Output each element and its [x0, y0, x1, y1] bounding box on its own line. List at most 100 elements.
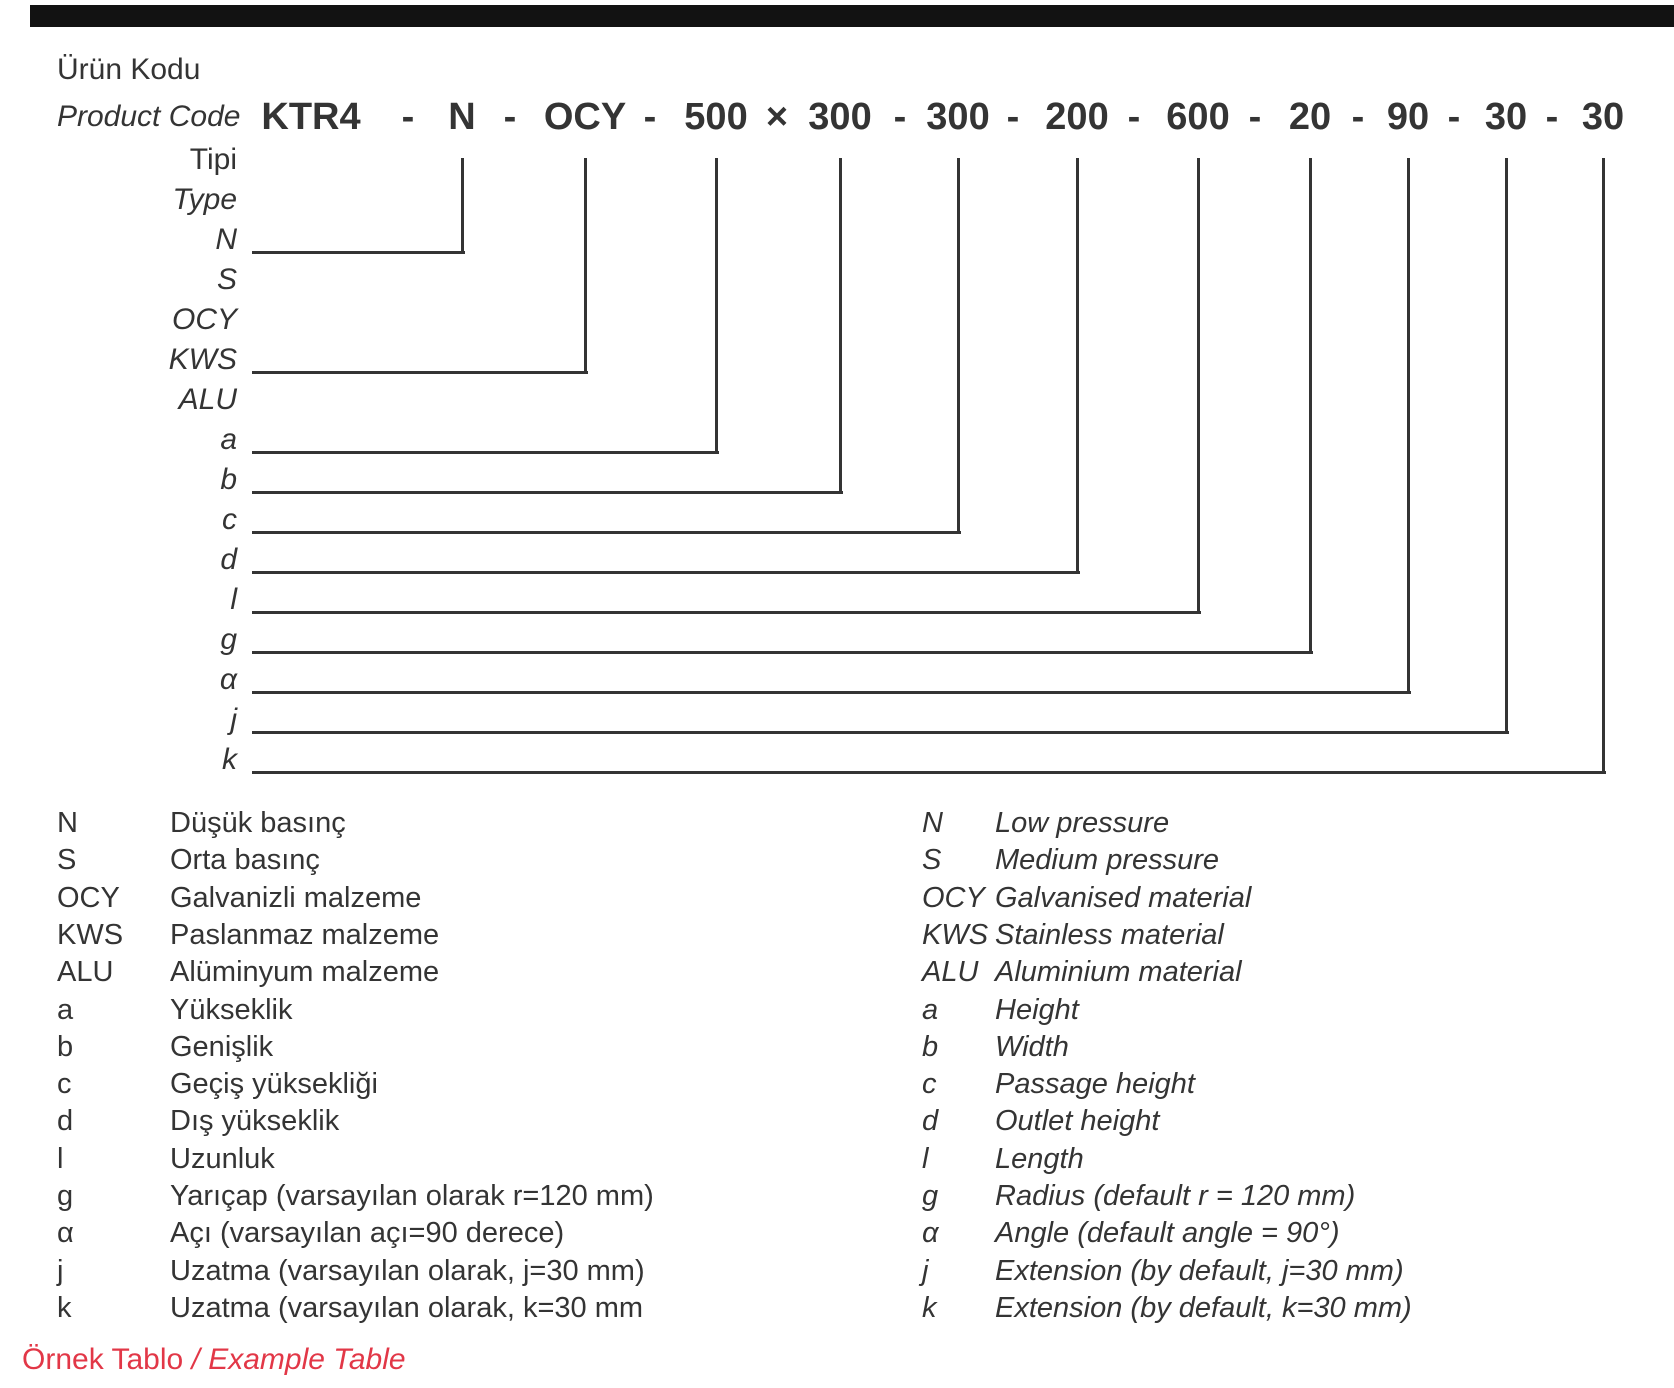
legend-code-en: α — [922, 1217, 939, 1250]
legend-code-tr: g — [57, 1180, 74, 1212]
tree-label: d — [220, 543, 237, 576]
legend-code-en: OCY — [922, 881, 985, 914]
code-segment: OCY — [543, 96, 627, 138]
legend-desc-tr: Uzatma (varsayılan olarak, j=30 mm) — [170, 1254, 645, 1287]
code-segment: - — [1127, 96, 1141, 138]
legend-code-en: ALU — [922, 956, 979, 989]
code-segment: 90 — [1386, 96, 1430, 138]
tree-label: b — [220, 463, 237, 496]
legend-desc-tr: Geçiş yüksekliği — [170, 1068, 378, 1101]
tree-label: KWS — [168, 343, 237, 376]
legend-desc-en: Medium pressure — [995, 844, 1220, 877]
legend-desc-en: Aluminium material — [995, 956, 1242, 989]
tree-label: Type — [172, 183, 237, 216]
code-segment: KTR4 — [261, 96, 361, 138]
code-segment: - — [1248, 96, 1262, 138]
tree-label: c — [222, 503, 237, 536]
tree-label: ALU — [178, 383, 237, 416]
legend-code-tr: ALU — [57, 956, 114, 989]
code-segment: - — [1545, 96, 1559, 138]
legend-code-en: b — [922, 1030, 939, 1063]
legend-desc-tr: Açı (varsayılan açı=90 derece) — [170, 1217, 565, 1250]
connector-vertical-line — [1406, 158, 1410, 694]
legend-code-en: d — [922, 1105, 939, 1138]
tree-label: l — [230, 583, 237, 616]
legend-code-en: a — [922, 993, 939, 1026]
legend-desc-en: Low pressure — [995, 807, 1170, 839]
legend-desc-en: Stainless material — [995, 918, 1224, 951]
connector-vertical-line — [1075, 158, 1079, 574]
code-segment: 200 — [1045, 96, 1109, 138]
legend-desc-tr: Dış yükseklik — [170, 1105, 340, 1138]
legend-code-tr: b — [57, 1030, 74, 1063]
connector-horizontal-line — [252, 731, 1509, 734]
connector-vertical-line — [1601, 158, 1605, 774]
product-code-value: KTR4-N-OCY-500×300-300-200-600-20-90-30-… — [0, 95, 1674, 139]
legend-desc-tr: Yükseklik — [170, 993, 293, 1026]
legend-desc-en: Width — [995, 1030, 1069, 1063]
connector-vertical-line — [1196, 158, 1200, 614]
connector-vertical-line — [1308, 158, 1312, 654]
legend-code-tr: d — [57, 1105, 74, 1138]
legend-desc-tr: Uzatma (varsayılan olarak, k=30 mm — [170, 1291, 644, 1324]
code-segment: - — [401, 96, 415, 138]
legend-desc-en: Passage height — [995, 1068, 1195, 1101]
legend-code-en: g — [922, 1180, 939, 1212]
tree-label: k — [222, 743, 237, 776]
legend-code-tr: c — [57, 1068, 72, 1101]
code-segment: 300 — [808, 96, 872, 138]
legend-desc-tr: Düşük basınç — [170, 807, 346, 839]
connector-vertical-line — [583, 158, 587, 374]
connector-horizontal-line — [252, 531, 961, 534]
legend-code-tr: OCY — [57, 881, 120, 914]
top-divider-bar — [30, 5, 1674, 27]
example-table-caption-turkish: Örnek Tablo — [22, 1343, 192, 1376]
tree-label: α — [219, 663, 237, 696]
legend-code-tr: j — [57, 1254, 64, 1287]
legend-desc-tr: Yarıçap (varsayılan olarak r=120 mm) — [170, 1180, 654, 1212]
legend-code-en: S — [922, 844, 942, 877]
page-title-english: Product Code — [57, 100, 241, 133]
connector-horizontal-line — [252, 451, 719, 454]
legend-desc-tr: Genişlik — [170, 1030, 274, 1063]
code-segment: - — [1006, 96, 1020, 138]
code-segment: N — [448, 96, 476, 138]
connector-horizontal-line — [252, 571, 1080, 574]
code-segment: - — [1447, 96, 1461, 138]
code-segment: - — [503, 96, 517, 138]
example-table-caption-english: / Example Table — [191, 1343, 406, 1376]
tree-label: Tipi — [189, 143, 237, 176]
legend-code-en: j — [922, 1254, 929, 1287]
legend-desc-en: Outlet height — [995, 1105, 1160, 1138]
legend-desc-en: Angle (default angle = 90°) — [995, 1217, 1340, 1250]
legend-desc-tr: Uzunluk — [170, 1142, 275, 1175]
code-segment: 500 — [684, 96, 748, 138]
code-segment: 600 — [1166, 96, 1230, 138]
legend-code-tr: k — [57, 1291, 72, 1324]
legend-desc-en: Length — [995, 1142, 1084, 1175]
legend-code-tr: KWS — [57, 918, 124, 951]
tree-label: N — [215, 223, 237, 256]
code-segment: 30 — [1581, 96, 1625, 138]
connector-horizontal-line — [252, 651, 1313, 654]
legend-desc-en: Galvanised material — [995, 881, 1252, 914]
legend-code-tr: α — [57, 1217, 74, 1250]
code-segment: 300 — [926, 96, 990, 138]
legend-desc-tr: Alüminyum malzeme — [170, 956, 440, 989]
connector-vertical-line — [460, 158, 464, 254]
connector-vertical-line — [1504, 158, 1508, 734]
legend-desc-tr: Paslanmaz malzeme — [170, 918, 440, 951]
connector-horizontal-line — [252, 771, 1606, 774]
connector-horizontal-line — [252, 691, 1411, 694]
legend-desc-en: Height — [995, 993, 1079, 1026]
connector-horizontal-line — [252, 371, 588, 374]
code-segment: - — [643, 96, 657, 138]
legend-desc-en: Radius (default r = 120 mm) — [995, 1180, 1356, 1212]
connector-horizontal-line — [252, 491, 843, 494]
tree-label: S — [216, 263, 237, 296]
code-segment: 20 — [1288, 96, 1332, 138]
connector-horizontal-line — [252, 251, 465, 254]
code-segment: - — [1351, 96, 1365, 138]
legend-desc-en: Extension (by default, j=30 mm) — [995, 1254, 1404, 1287]
